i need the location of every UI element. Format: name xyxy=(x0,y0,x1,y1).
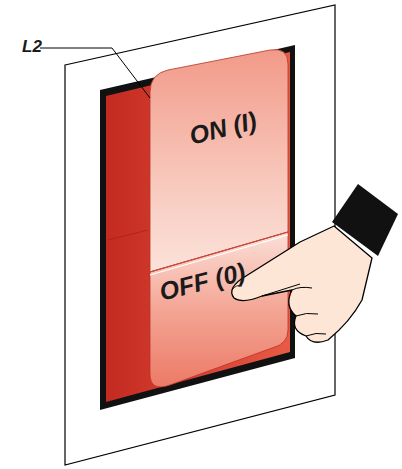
callout-label: L2 xyxy=(22,37,42,57)
finger-lines xyxy=(262,284,326,336)
rocker-bottom-face xyxy=(150,232,288,387)
pointing-hand xyxy=(232,226,372,342)
leader-line xyxy=(40,48,150,98)
mounting-panel xyxy=(65,5,335,465)
rocker-side-edge xyxy=(108,230,148,240)
switch-recess xyxy=(100,45,295,410)
